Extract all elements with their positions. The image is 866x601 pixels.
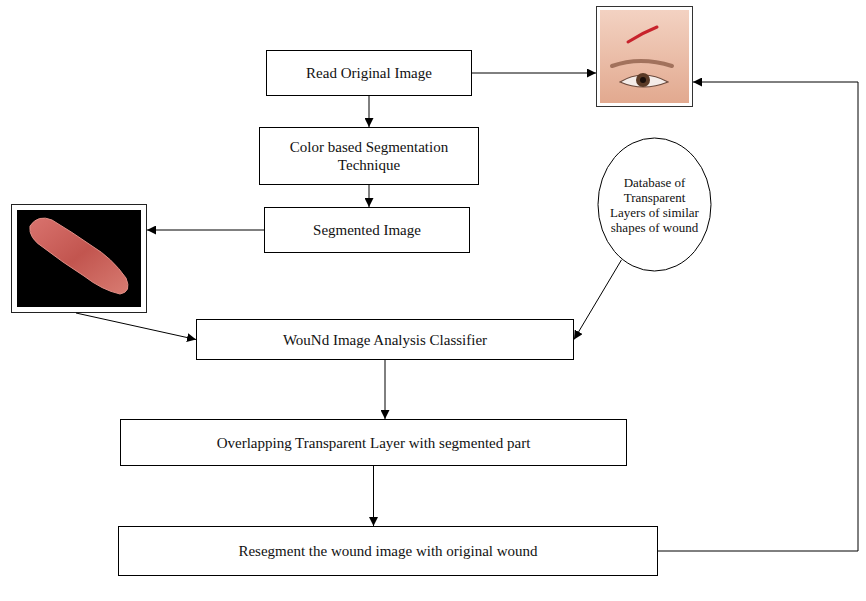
box-label: Read Original Image (306, 64, 432, 82)
box-label: Color based Segmentation Technique (268, 138, 470, 174)
box-label: Resegment the wound image with original … (238, 542, 537, 560)
face-photo (597, 7, 693, 107)
process-box: Resegment the wound image with original … (118, 526, 658, 576)
process-box: Color based Segmentation Technique (259, 127, 479, 185)
wound-region (30, 218, 128, 294)
layout-lines (76, 73, 858, 551)
segmented-photo (12, 205, 147, 313)
box-label: Overlapping Transparent Layer with segme… (217, 434, 531, 452)
process-box: WouNd Image Analysis Classifier (196, 319, 574, 360)
photo-frame (597, 7, 693, 107)
flow-arrow (369, 185, 370, 207)
box-label: Segmented Image (313, 221, 421, 239)
flow-arrow (385, 360, 386, 419)
to-segment-photo-arrow (147, 230, 264, 231)
box-label: WouNd Image Analysis Classifier (283, 331, 487, 349)
black-ground (17, 210, 141, 307)
database-ellipse: Database of Transparent Layers of simila… (597, 137, 712, 272)
flow-arrow (369, 96, 370, 127)
iris (636, 73, 650, 87)
flow-arrow (574, 260, 622, 340)
photo-frame (12, 205, 147, 313)
process-box: Segmented Image (264, 207, 470, 253)
ellipse-shape (598, 138, 711, 271)
wound-cut (628, 27, 657, 42)
to-photo-arrow (472, 73, 596, 74)
process-box: Read Original Image (266, 50, 472, 96)
photo-to-classifier-arrow (76, 313, 196, 340)
pupil (640, 77, 646, 83)
skin (600, 10, 689, 103)
eyebrow (612, 61, 672, 66)
flow-arrow (373, 466, 374, 526)
database-label: Database of Transparent Layers of simila… (610, 175, 700, 235)
process-box: Overlapping Transparent Layer with segme… (120, 419, 627, 466)
